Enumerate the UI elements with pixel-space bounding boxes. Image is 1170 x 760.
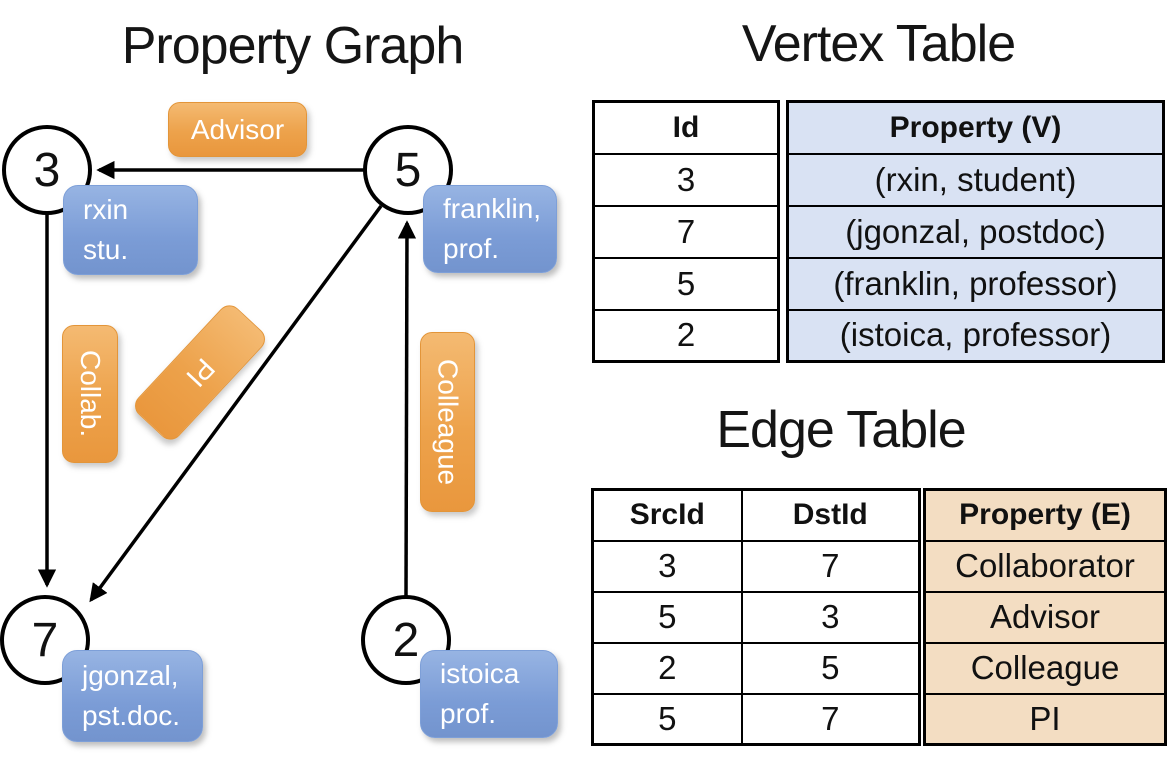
edge-table-property-column: Property (E) Collaborator Advisor Collea… (923, 488, 1167, 746)
edge-table-srcid-header: SrcId (591, 488, 743, 542)
edge-table-dstid-cell: 5 (740, 641, 921, 695)
vertex-table-id-cell: 5 (592, 256, 780, 311)
vertex-property-line: rxin (83, 194, 129, 226)
edge-table-dstid-cell: 3 (740, 590, 921, 644)
vertex-table-id-column: Id 3 7 5 2 (592, 100, 780, 363)
edge-table-dstid-header: DstId (740, 488, 921, 542)
vertex-node-5: 5 (363, 125, 453, 215)
edge-5-to-7-arrow (89, 204, 383, 603)
vertex-table-property-header: Property (V) (786, 100, 1165, 155)
edge-table-srcid-cell: 2 (591, 641, 743, 695)
vertex-property-line: franklin, (443, 193, 542, 225)
edge-label-collab: Collab. (62, 325, 118, 463)
edge-table-property-cell: PI (923, 692, 1167, 746)
vertex-table-property-cell: (jgonzal, postdoc) (786, 204, 1165, 259)
vertex-table-id-cell: 7 (592, 204, 780, 259)
vertex-property-line: pst.doc. (82, 700, 181, 731)
vertex-table-id-header: Id (592, 100, 780, 155)
vertex-property-line: prof. (440, 698, 497, 729)
vertex-table-property-cell: (istoica, professor) (786, 308, 1165, 363)
vertex-property-line: istoica (440, 658, 520, 690)
vertex-node-2: 2 (361, 595, 451, 685)
vertex-property-line: jgonzal, (82, 660, 179, 692)
vertex-table-property-cell: (franklin, professor) (786, 256, 1165, 311)
graph-edges-layer (37, 160, 417, 603)
edge-table-property-cell: Collaborator (923, 539, 1167, 593)
vertex-node-2-id: 2 (392, 613, 420, 667)
vertex-table-property-column: Property (V) (rxin, student) (jgonzal, p… (786, 100, 1165, 363)
edge-table-dstid-cell: 7 (740, 539, 921, 593)
edge-table-srcid-cell: 3 (591, 539, 743, 593)
edge-table-property-cell: Advisor (923, 590, 1167, 644)
edge-table-srcid-cell: 5 (591, 590, 743, 644)
edge-2-to-5-arrow (397, 220, 417, 598)
edge-table-id-columns: SrcId DstId 3 7 5 3 2 5 5 7 (591, 488, 921, 746)
vertex-property-box-franklin: franklin, prof. (423, 185, 557, 273)
edge-label-colleague: Colleague (420, 332, 475, 512)
vertex-table-id-cell: 3 (592, 152, 780, 207)
edge-table-srcid-cell: 5 (591, 692, 743, 746)
edge-label-advisor: Advisor (168, 102, 307, 157)
edge-table-property-cell: Colleague (923, 641, 1167, 695)
edge-table-title: Edge Table (716, 401, 966, 459)
vertex-node-5-id: 5 (394, 143, 422, 197)
vertex-table-property-cell: (rxin, student) (786, 152, 1165, 207)
vertex-node-7-id: 7 (31, 613, 59, 667)
vertex-property-line: stu. (83, 234, 129, 265)
vertex-property-line: prof. (443, 233, 500, 264)
edge-table-property-header: Property (E) (923, 488, 1167, 542)
vertex-table-title: Vertex Table (741, 15, 1016, 73)
vertex-node-3-id: 3 (33, 143, 61, 197)
edge-table-dstid-cell: 7 (740, 692, 921, 746)
vertex-table-id-cell: 2 (592, 308, 780, 363)
vertex-property-box-istoica: istoica prof. (420, 650, 558, 738)
property-graph-title: Property Graph (121, 17, 465, 75)
vertex-property-box-jgonzal: jgonzal, pst.doc. (62, 650, 203, 742)
vertex-property-box-rxin: rxin stu. (63, 185, 198, 275)
